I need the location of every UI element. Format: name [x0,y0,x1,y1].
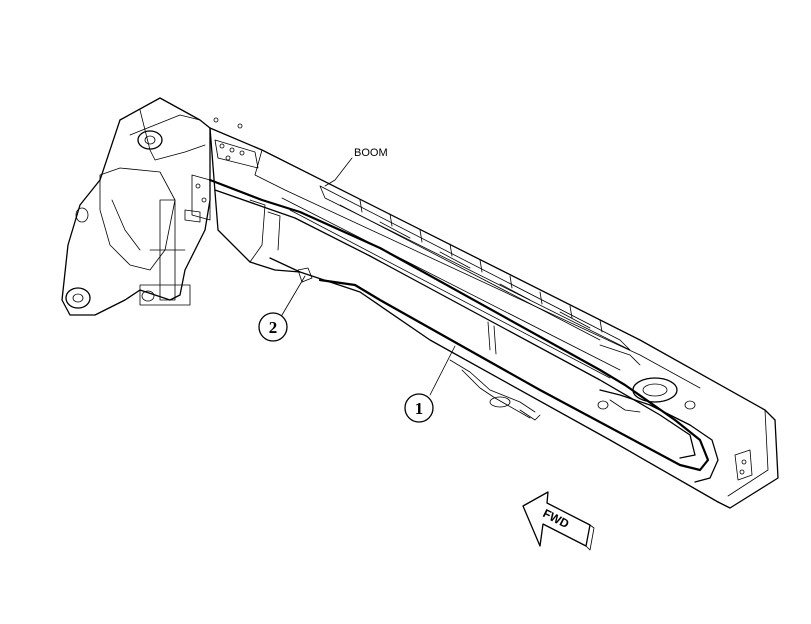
boom-end-face [717,419,779,509]
forward-arrow: FWD [522,491,595,551]
hose-assembly [208,178,753,483]
boom-top-edge [119,97,776,421]
pivot-bracket-outline [61,119,211,316]
hose-line-1 [208,178,710,472]
hose-line-2 [214,189,696,459]
callout-1-number: 1 [415,399,424,418]
upper-pivot-pin [137,130,163,150]
boom-structure [119,97,779,509]
forward-label: FWD [541,506,572,531]
pivot-bracket [61,109,259,316]
callout-1-bubble [404,393,434,423]
callout-2-bubble [258,312,288,342]
boom-label: BOOM [354,147,388,159]
lower-pivot-pin [65,287,91,309]
end-sheave [632,377,678,403]
boom-label-group: BOOM [324,147,388,187]
callout-2-leader [281,275,306,316]
boom-bottom-edge [269,257,719,503]
forward-arrow-icon [522,491,591,547]
callout-1-leader [429,345,456,396]
callout-2-number: 2 [269,318,278,337]
callout-2-group: 2 [258,275,306,342]
hose-loop [599,389,719,483]
boom-leader-line [324,157,353,187]
callout-1-group: 1 [404,345,456,423]
